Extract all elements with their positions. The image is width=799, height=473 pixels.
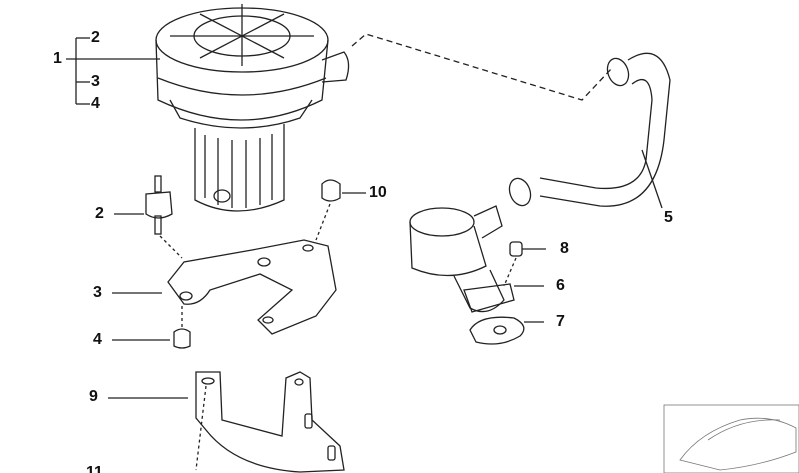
callout-6: 6 [556,277,565,294]
callout-4-group: 4 [91,95,100,112]
hose-part [508,52,671,209]
pump-bracket-part [112,239,337,335]
callout-4: 4 [93,331,102,348]
callout-2: 2 [95,205,104,222]
callout-1: 1 [53,50,62,67]
nut-8-part [503,241,546,287]
callout-2-group: 2 [91,29,100,46]
callout-9: 9 [89,388,98,405]
callout-10: 10 [369,184,387,201]
valve-part [409,205,544,313]
vehicle-thumbnail [663,404,799,473]
callout-7: 7 [556,313,565,330]
group-bracket-1 [66,37,160,105]
callout-8: 8 [560,240,569,257]
rubber-mount-part [114,175,183,259]
callout-3: 3 [93,284,102,301]
callout-5: 5 [664,209,673,226]
callout-11: 11 [86,464,103,473]
support-bracket-part [108,371,345,473]
gasket-part [469,316,544,345]
nut-4-part [112,306,191,349]
air-pump-part [155,4,350,212]
nut-10-part [315,179,366,241]
connection-dashed-line [351,33,613,101]
callout-3-group: 3 [91,73,100,90]
